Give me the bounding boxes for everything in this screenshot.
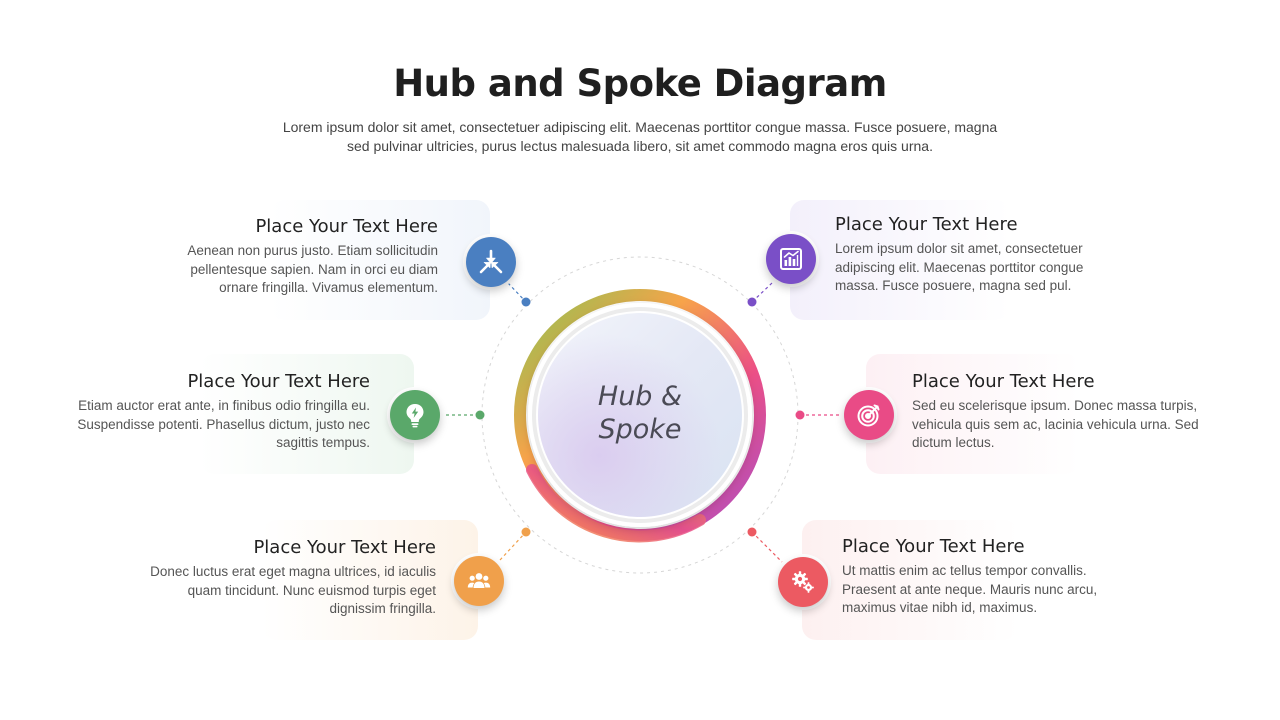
spoke-icon-middle-right (844, 390, 894, 440)
spoke-middle-left: Place Your Text Here Etiam auctor erat a… (58, 371, 370, 453)
spoke-panel-middle-left (200, 354, 414, 474)
spoke-body: Donec luctus erat eget magna ultrices, i… (150, 564, 436, 616)
spoke-heading: Place Your Text Here (912, 371, 1095, 392)
spoke-panel-bottom-right (802, 520, 1018, 640)
connector-top-left (507, 282, 527, 303)
connector-bottom-left (499, 531, 527, 561)
orbit-dot-top-left (521, 297, 531, 307)
spoke-middle-right: Place Your Text Here Sed eu scelerisque … (912, 371, 1212, 453)
spoke-panel-top-right (790, 200, 1010, 320)
spoke-icon-top-right (766, 234, 816, 284)
spoke-heading: Place Your Text Here (835, 214, 1018, 235)
spoke-heading: Place Your Text Here (187, 371, 370, 392)
orbit-dot-middle-left (475, 410, 485, 420)
spoke-panel-top-left (270, 200, 490, 320)
orbit-dot-bottom-left (521, 527, 531, 537)
connector-bottom-right (751, 531, 783, 563)
spoke-body: Etiam auctor erat ante, in finibus odio … (77, 398, 370, 450)
spoke-icon-bottom-left (454, 556, 504, 606)
spoke-heading: Place Your Text Here (842, 536, 1025, 557)
spoke-icon-middle-left (390, 390, 440, 440)
spoke-heading: Place Your Text Here (253, 537, 436, 558)
hub-rim-line (532, 307, 748, 523)
spoke-body: Sed eu scelerisque ipsum. Donec massa tu… (912, 398, 1199, 450)
spoke-top-left: Place Your Text Here Aenean non purus ju… (150, 216, 438, 298)
compress-arrows-icon (479, 249, 503, 274)
spoke-body: Aenean non purus justo. Etiam sollicitud… (187, 243, 438, 295)
hub-ring-accent (526, 464, 706, 543)
team-icon (467, 573, 491, 588)
spoke-top-right: Place Your Text Here Lorem ipsum dolor s… (835, 214, 1125, 296)
orbit-dot-bottom-right (747, 527, 757, 537)
page-title: Hub and Spoke Diagram (393, 62, 887, 105)
connector-top-right (751, 282, 773, 303)
spoke-bottom-left: Place Your Text Here Donec luctus erat e… (132, 537, 436, 619)
spoke-body: Lorem ipsum dolor sit amet, consectetuer… (835, 241, 1084, 293)
spoke-heading: Place Your Text Here (255, 216, 438, 237)
spoke-icon-top-left (466, 237, 516, 287)
lightbulb-icon (406, 404, 424, 428)
orbit-dot-middle-right (795, 410, 805, 420)
target-icon (857, 404, 880, 427)
gears-icon (792, 571, 814, 593)
hub-label: Hub & Spoke (597, 381, 683, 445)
spoke-panel-bottom-left (262, 520, 478, 640)
orbit-dot-top-right (747, 297, 757, 307)
spoke-body: Ut mattis enim ac tellus tempor convalli… (842, 563, 1098, 615)
page-subtitle: Lorem ipsum dolor sit amet, consectetuer… (282, 119, 998, 154)
bar-chart-icon (780, 248, 802, 270)
spoke-icon-bottom-right (778, 557, 828, 607)
hub-core-glow (538, 313, 742, 517)
spoke-bottom-right: Place Your Text Here Ut mattis enim ac t… (842, 536, 1132, 618)
spoke-panel-middle-right (866, 354, 1080, 474)
